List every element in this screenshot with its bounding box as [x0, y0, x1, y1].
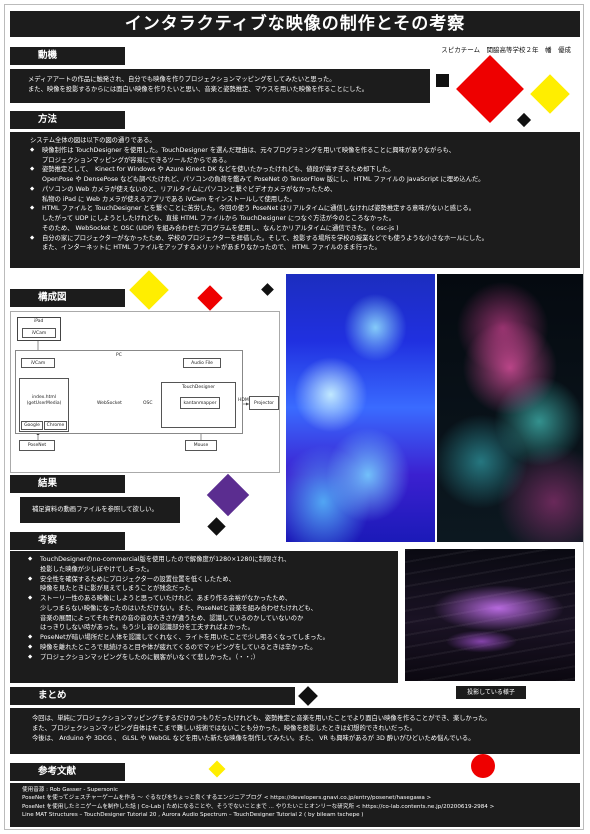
motivation-box: メディアアートの作品に触発され、自分でも映像を作りプロジェクションマッピングをし…	[10, 69, 430, 103]
discussion-item-cont: 投影した映像が少しぼやけてしまった。	[40, 565, 154, 573]
poster: インタラクティブな映像の制作とその考察 スピカチーム 関脇高等学校２年 幡 優成…	[4, 4, 584, 830]
discussion-box: TouchDesignerのno-commercial版を使用したので解像度が1…	[10, 551, 398, 683]
method-item: 映像制作は TouchDesigner を使用した。TouchDesigner …	[30, 146, 570, 156]
discussion-item: プロジェクションマッピングをしたのに観客がいなくて悲しかった。（・・;）	[28, 653, 388, 663]
ipad-label: iPad	[34, 319, 44, 324]
photo-caption: 投影している様子	[456, 686, 526, 699]
reference-line: 使用音源 : Rob Gasser - Supersonic	[22, 787, 119, 793]
red-diamond-decoration	[456, 55, 524, 123]
touchdesigner-box: TouchDesigner kantanmapper	[161, 382, 236, 428]
ipad-box: iPad iVCam	[17, 317, 61, 341]
audio-file-box: Audio File	[183, 358, 221, 368]
posenet-box: PoseNet	[19, 440, 55, 451]
discussion-item-cont: 音楽の展開によってそれぞれの音の音の大きさが違うため、認識しているのかしていない…	[40, 614, 304, 622]
kantanmapper-box: kantanmapper	[180, 397, 220, 409]
author-line: スピカチーム 関脇高等学校２年 幡 優成	[441, 46, 571, 54]
method-item-cont: OpenPose や DensePose なども調べたけれど、パソコンの負荷を鑑…	[42, 176, 485, 183]
discussion-item: ストーリー性のある映像にしようと思っていたけれど、あまり作る余裕がなかったため、	[28, 594, 388, 604]
discussion-item: 映像を離れたところで見続けると目や体が疲れてくるのでマッピングをしているときは辛…	[28, 643, 388, 653]
reference-line: PoseNet を使用したミニゲームを制作した話 | Co-Lab | ためにな…	[22, 803, 495, 810]
section-label-references: 参考文献	[10, 763, 125, 781]
yellow-diamond-decoration	[208, 760, 226, 778]
black-square-decoration	[436, 74, 449, 87]
chrome-box: Chrome	[44, 421, 67, 430]
summary-line-1: 今回は、単純にプロジェクションマッピングをするだけのつもりだったけれども、姿勢推…	[32, 715, 491, 722]
section-label-motivation: 動機	[10, 47, 125, 65]
summary-line-3: 今後は、 Arduino や 3DCG 、 GLSL や WebGL などを用い…	[32, 734, 475, 742]
method-item-cont: そのため、 WebSocket と OSC (UDP) を組み合わせたプログラム…	[42, 224, 399, 232]
method-item-cont: プロジェクションマッピングが容易にできるツールだからである。	[42, 156, 231, 164]
summary-box: 今回は、単純にプロジェクションマッピングをするだけのつもりだったけれども、姿勢推…	[10, 708, 580, 754]
result-text: 補足資料の動画ファイルを参照して欲しい。	[32, 506, 158, 513]
section-label-summary: まとめ	[10, 687, 295, 705]
reference-line: Line MAT Structures – TouchDesigner Tuto…	[22, 812, 364, 819]
reference-line: PoseNet を使ってジェスチャーゲームを作る ～ ぐるなびをちょっと良くする…	[22, 795, 432, 802]
method-intro: システム全体の図は以下の図の通りである。	[30, 137, 156, 144]
discussion-item-cont: 少しつまらない映像になったのはいただけない。また、PoseNetと音楽を組み合わ…	[40, 604, 317, 612]
method-tail: また、インターネットに HTML ファイルをアップするメリットがあまりなかったの…	[42, 244, 381, 252]
method-item: 姿勢推定として、 Kinect for Windows や Azure Kine…	[30, 165, 570, 175]
discussion-item-cont: はっきりしない時があった。もう少し音の認識部分を工夫すればよかった。	[40, 624, 254, 632]
hdmi-label: HDMI	[238, 398, 251, 403]
section-label-discussion: 考察	[10, 532, 125, 550]
page-title: インタラクティブな映像の制作とその考察	[10, 11, 580, 37]
projector-box: Projector	[249, 396, 279, 410]
hall-projection-photo	[405, 549, 575, 681]
ivcam-top-box: iVCam	[22, 328, 56, 338]
method-item-cont: したがって UDP にしようとしたけれども、直接 HTML ファイルから Tou…	[42, 215, 396, 222]
index-html-box: index.html (getUserMedia) Google Chrome	[19, 378, 69, 432]
discussion-item: 安全性を確保するためにプロジェクターの設置位置を低くしたため、	[28, 575, 388, 585]
motivation-line-1: メディアアートの作品に触発され、自分でも映像を作りプロジェクションマッピングをし…	[28, 76, 336, 83]
small-black-diamond-decoration	[298, 686, 318, 706]
method-item: パソコンの Web カメラが使えないのと、リアルタイムにパソコンと繋ぐビデオカメ…	[30, 185, 570, 195]
method-item-cont: 私物の iPad に Web カメラが使えるアプリである iVCam をインスト…	[42, 195, 296, 203]
motivation-line-2: また、映像を投影するからには面白い映像を作りたいと思い、音楽と姿勢推定、マウスを…	[28, 85, 369, 93]
system-diagram: iPad iVCam PC iVCam index.html (getUserM…	[10, 311, 280, 473]
summary-line-2: また、プロジェクションマッピング自体はそこまで難しい技術ではないことも分かった。…	[32, 724, 417, 732]
section-label-method: 方法	[10, 111, 125, 129]
mouse-box: Mouse	[185, 440, 217, 451]
discussion-item-cont: 映像を見たときに影が見えてしまうことが残念だった。	[40, 585, 198, 593]
section-label-structure: 構成図	[10, 289, 125, 307]
section-label-result: 結果	[10, 475, 125, 493]
pc-label: PC	[116, 353, 122, 358]
ivcam-pc-box: iVCam	[21, 358, 55, 368]
method-item: HTML ファイルと TouchDesigner とを繋ぐことに苦労した。今回の…	[30, 204, 570, 214]
touchdesigner-label: TouchDesigner	[181, 385, 216, 390]
small-black-diamond-decoration	[516, 112, 532, 128]
projection-image-dark	[437, 274, 583, 542]
yellow-diamond-decoration	[129, 270, 169, 310]
result-box: 補足資料の動画ファイルを参照して欲しい。	[20, 497, 180, 523]
osc-label: OSC	[143, 401, 153, 406]
method-box: システム全体の図は以下の図の通りである。 映像制作は TouchDesigner…	[10, 132, 580, 268]
yellow-diamond-decoration	[530, 74, 570, 114]
references-box: 使用音源 : Rob Gasser - Supersonic PoseNet を…	[10, 783, 580, 827]
method-list: 映像制作は TouchDesigner を使用した。TouchDesigner …	[30, 146, 570, 244]
small-black-diamond-decoration	[261, 283, 274, 296]
method-item: 自分の家にプロジェクターがなかったため、学校のプロジェクターを拝借した。そして、…	[30, 234, 570, 244]
google-box: Google	[21, 421, 43, 430]
websocket-label: WebSocket	[97, 401, 122, 406]
discussion-list: TouchDesignerのno-commercial版を使用したので解像度が1…	[28, 555, 388, 662]
small-black-diamond-decoration	[207, 517, 226, 536]
projection-image-blue	[286, 274, 435, 542]
index-html-label: index.html (getUserMedia)	[26, 395, 62, 406]
purple-diamond-decoration	[206, 473, 250, 517]
discussion-item: PoseNetが暗い場所だと人体を認識してくれなく、ライトを用いたことで少し明る…	[28, 633, 388, 643]
red-circle-decoration	[471, 754, 495, 778]
red-diamond-decoration	[197, 285, 223, 311]
discussion-item: TouchDesignerのno-commercial版を使用したので解像度が1…	[28, 555, 388, 565]
